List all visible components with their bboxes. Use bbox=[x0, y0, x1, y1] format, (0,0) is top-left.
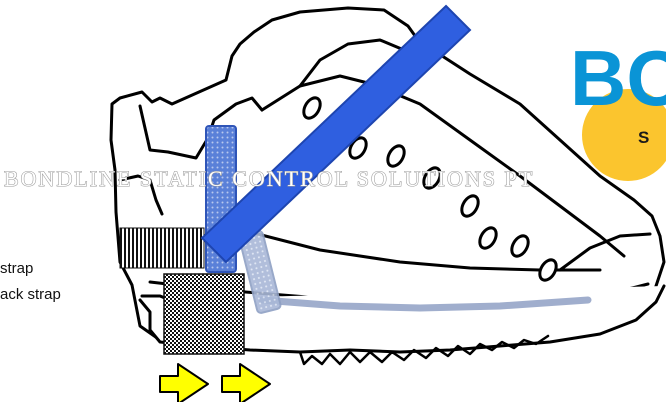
logo-sub-letter: S bbox=[638, 128, 649, 147]
checkered-heel-grounder bbox=[164, 274, 244, 354]
right-arrow-icon bbox=[222, 364, 270, 402]
watermark: BONDLINE STATIC CONTROL SOLUTIONS PT bbox=[4, 166, 534, 191]
direction-arrows bbox=[160, 364, 270, 402]
label-strap: strap bbox=[0, 260, 33, 277]
label-back-strap: ack strap bbox=[0, 286, 61, 303]
logo-letters: BO bbox=[570, 34, 666, 122]
right-arrow-icon bbox=[160, 364, 208, 402]
brand-logo: BO S bbox=[570, 34, 666, 181]
striped-back-band bbox=[120, 228, 204, 268]
